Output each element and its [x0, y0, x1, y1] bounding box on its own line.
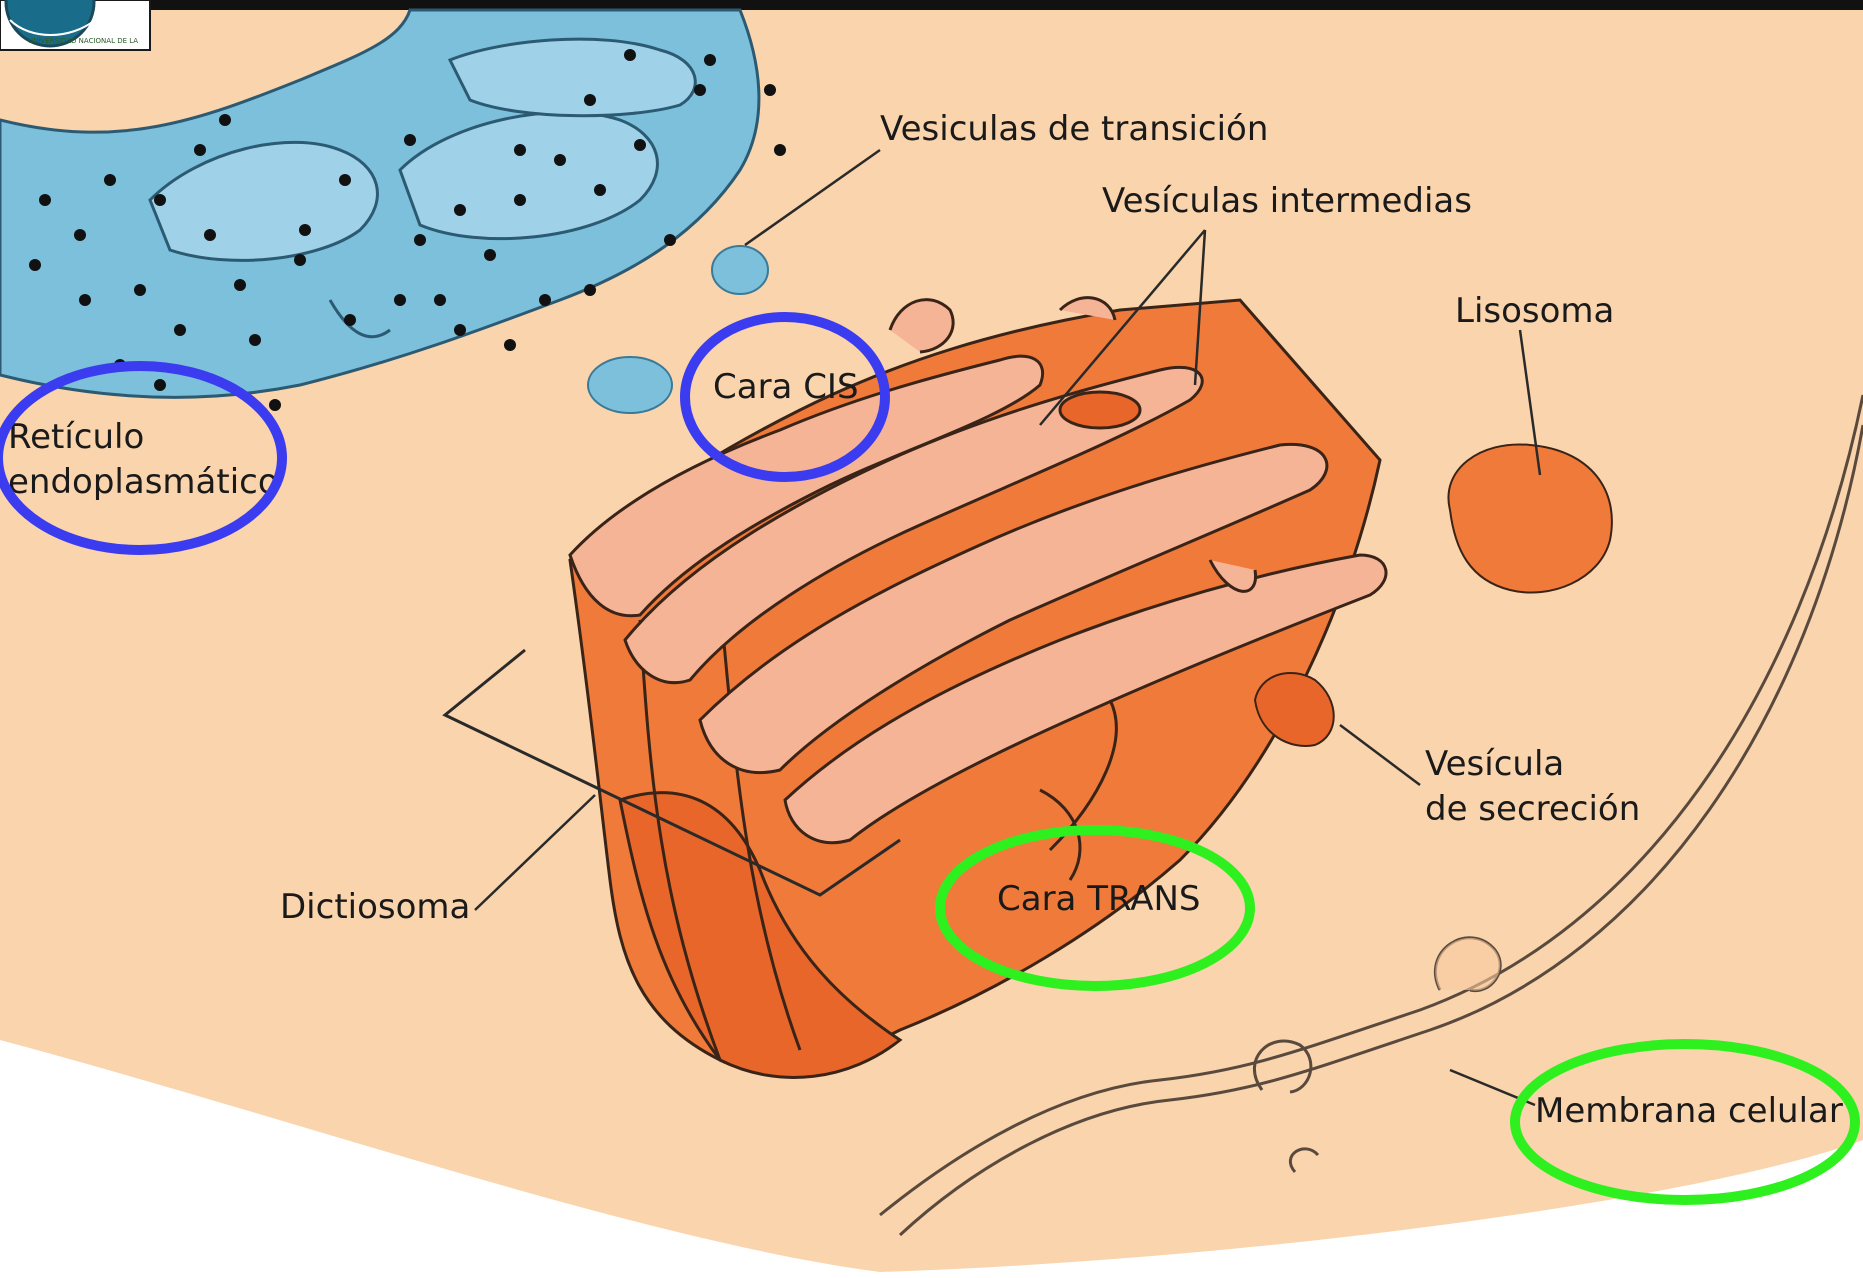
lysosome [1448, 444, 1611, 592]
label-vesiculas-intermedias: Vesículas intermedias [1102, 181, 1472, 221]
university-logo: UNIVERSIDAD NACIONAL DE LA [0, 0, 150, 50]
label-vesiculas-transicion: Vesiculas de transición [880, 109, 1268, 149]
label-de-secrecion: de secreción [1425, 789, 1640, 829]
label-lisosoma: Lisosoma [1455, 291, 1614, 331]
transition-vesicle-2 [588, 357, 672, 413]
label-cara-cis: Cara CIS [713, 367, 859, 407]
label-reticulo-1: Retículo [8, 417, 144, 457]
label-vesicula: Vesícula [1425, 744, 1564, 784]
top-bar [0, 0, 1863, 10]
label-reticulo-2: endoplasmático [8, 462, 279, 502]
label-dictiosoma: Dictiosoma [280, 887, 470, 927]
transition-vesicle [712, 246, 768, 294]
label-membrana-celular: Membrana celular [1535, 1091, 1843, 1131]
logo-text: UNIVERSIDAD NACIONAL DE LA [28, 37, 138, 45]
label-cara-trans: Cara TRANS [997, 879, 1201, 919]
